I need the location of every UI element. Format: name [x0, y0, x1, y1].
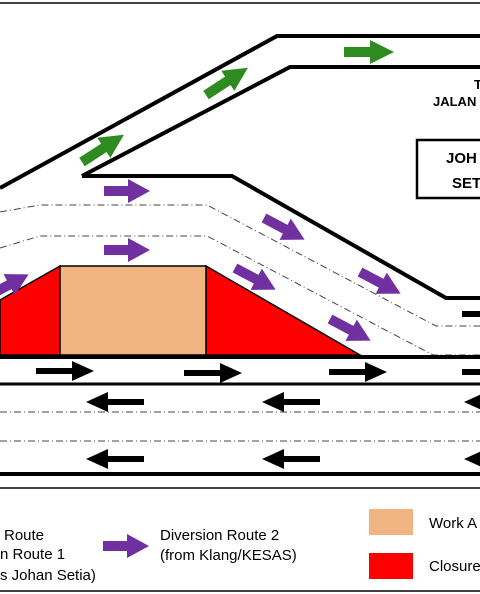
black-arrow-left-2: [262, 392, 320, 412]
johan-setia-box-line2: SET: [452, 175, 480, 192]
ramp-inner-edge: [81, 65, 480, 178]
legend-work-area-label: Work A: [429, 515, 477, 532]
legend-closure-label: Closure: [429, 558, 480, 575]
black-arrow-right-1: [36, 361, 94, 381]
closure-right: [205, 264, 363, 356]
purple-arrow-1: [104, 179, 150, 203]
legend-route2-line2: (from Klang/KESAS): [160, 547, 297, 564]
legend-route1-line2: n Route 1: [0, 546, 65, 563]
green-arrow-3: [344, 40, 394, 64]
legend-closure-swatch: [369, 553, 413, 579]
legend-purple-arrow-icon: [103, 534, 149, 558]
ramp-outer-edge: [0, 34, 480, 190]
johan-setia-box: [415, 138, 480, 200]
work-area: [59, 265, 207, 356]
to-jalan-label-line2: JALAN A: [433, 94, 480, 109]
to-jalan-label-line1: T: [474, 77, 480, 92]
black-arrow-left-1: [86, 392, 144, 412]
purple-arrow-5: [354, 261, 407, 305]
legend-route2-line1: Diversion Route 2: [160, 527, 279, 544]
black-arrow-left-5: [464, 392, 480, 412]
black-arrow-right-3: [329, 362, 387, 382]
black-arrow-left-3: [86, 449, 144, 469]
black-arrow-right-2: [184, 363, 242, 383]
purple-arrow-2: [104, 238, 150, 262]
black-arrow-right-5: [462, 304, 480, 324]
diversion-top-edge: [82, 174, 480, 300]
black-arrow-left-4: [262, 449, 320, 469]
legend-route1-line1: Route: [4, 527, 44, 544]
black-arrow-right-4: [462, 362, 480, 382]
johan-setia-box-line1: JOH: [446, 150, 477, 167]
lane-divider-1: [0, 204, 480, 327]
legend-route1-line3: s Johan Setia): [0, 567, 96, 584]
black-arrow-left-6: [464, 449, 480, 469]
purple-arrow-3: [258, 207, 311, 251]
legend-work-area-swatch: [369, 509, 413, 535]
